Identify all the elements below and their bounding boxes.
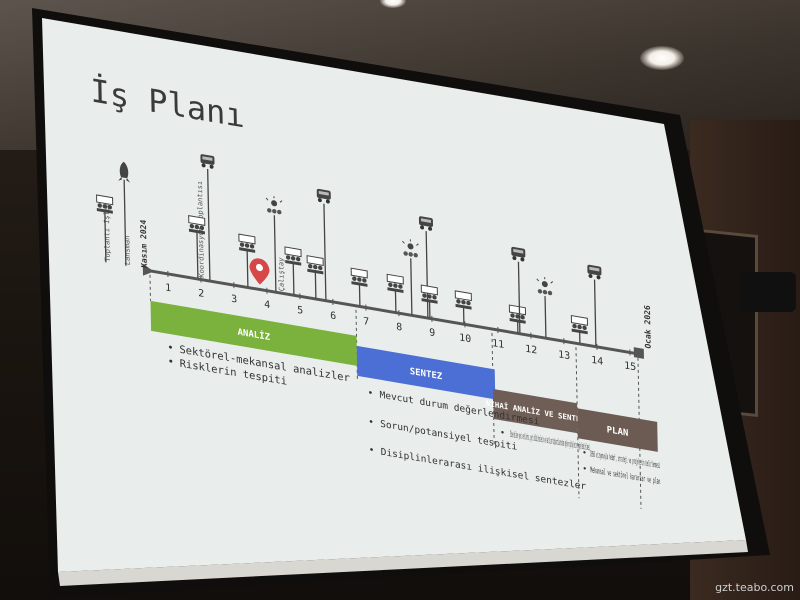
vehicle-icon (418, 216, 434, 231)
meeting-icon (454, 290, 472, 310)
event-stem (323, 203, 327, 300)
phase-bar-analiz (150, 300, 358, 366)
tick-label: 10 (459, 332, 471, 345)
meeting-icon (570, 314, 589, 335)
event-stem (517, 261, 521, 333)
tick-label: 5 (297, 305, 303, 317)
tick-label: 6 (330, 310, 336, 322)
meeting-icon (350, 267, 368, 287)
ceiling-light (640, 46, 684, 70)
svg-text:•: • (167, 342, 174, 355)
phase-bar-nihai (493, 388, 578, 434)
tick-label: 11 (492, 338, 504, 351)
event-stem (425, 230, 429, 318)
speaker (740, 272, 796, 312)
event-stem (314, 271, 317, 299)
svg-text:•: • (582, 464, 587, 474)
event-stem (593, 279, 597, 346)
tick-label: 12 (525, 344, 537, 357)
phase-bar-plan (577, 408, 658, 452)
event-stem (544, 296, 547, 338)
tick-label: 9 (429, 327, 435, 339)
watermark: gzt.teabo.com (715, 581, 794, 594)
svg-text:•: • (500, 428, 505, 439)
end-date-label: Ocak 2026 (643, 304, 653, 349)
tick-label: 3 (231, 294, 237, 306)
screen-bottom-edge (58, 540, 748, 586)
tick-label: 1 (165, 282, 171, 294)
event-stem (292, 263, 295, 295)
event-stem (104, 211, 107, 263)
vehicle-icon (316, 188, 331, 204)
svg-text:•: • (369, 445, 375, 457)
tick-label: 4 (264, 299, 270, 311)
idea-icon (402, 239, 419, 258)
meeting-icon (386, 273, 404, 294)
tick-label: 14 (591, 355, 603, 368)
start-date-label: Kasım 2024 (139, 219, 149, 269)
label-calistay: Çalıştay (276, 257, 286, 292)
slide-surface (42, 18, 746, 572)
tick-label: 15 (624, 360, 636, 373)
vehicle-icon (511, 246, 526, 262)
phase-label-plan: PLAN (607, 425, 629, 439)
timeline-axis (147, 269, 638, 356)
ceiling-light (380, 0, 406, 8)
label-lansman: Lansman (122, 235, 132, 266)
timeline-events (96, 154, 602, 346)
tick-label: 2 (198, 288, 204, 300)
timeline-start-arrow (142, 263, 154, 276)
event-stem (273, 215, 277, 292)
label-toplanti: Toplantı İşlemi (102, 198, 112, 263)
event-stem (207, 168, 211, 281)
vehicle-icon (587, 264, 602, 280)
current-position-pin (249, 258, 270, 285)
idea-icon (536, 277, 554, 296)
event-stem (410, 258, 413, 315)
phase-bar-sentez (356, 345, 496, 400)
idea-icon (265, 196, 283, 215)
svg-text:•: • (582, 448, 587, 458)
event-stem (196, 231, 199, 279)
svg-text:•: • (168, 356, 175, 369)
svg-text:•: • (368, 388, 374, 400)
meeting-icon (284, 246, 302, 266)
location-pin-icon (249, 258, 270, 285)
meeting-icon (306, 255, 324, 275)
event-stem (123, 179, 127, 266)
tick-label: 8 (396, 322, 402, 334)
meeting-icon (508, 304, 527, 324)
tick-label: 7 (363, 316, 369, 328)
timeline-end-marker (633, 347, 644, 359)
vehicle-icon (200, 154, 215, 169)
meeting-icon (96, 194, 114, 214)
rocket-icon (118, 161, 131, 183)
event-stem (246, 250, 249, 287)
meeting-icon (238, 233, 256, 253)
meeting-icon (420, 284, 438, 304)
svg-text:•: • (368, 417, 374, 429)
tick-label: 13 (558, 349, 570, 362)
meeting-icon (188, 215, 206, 235)
